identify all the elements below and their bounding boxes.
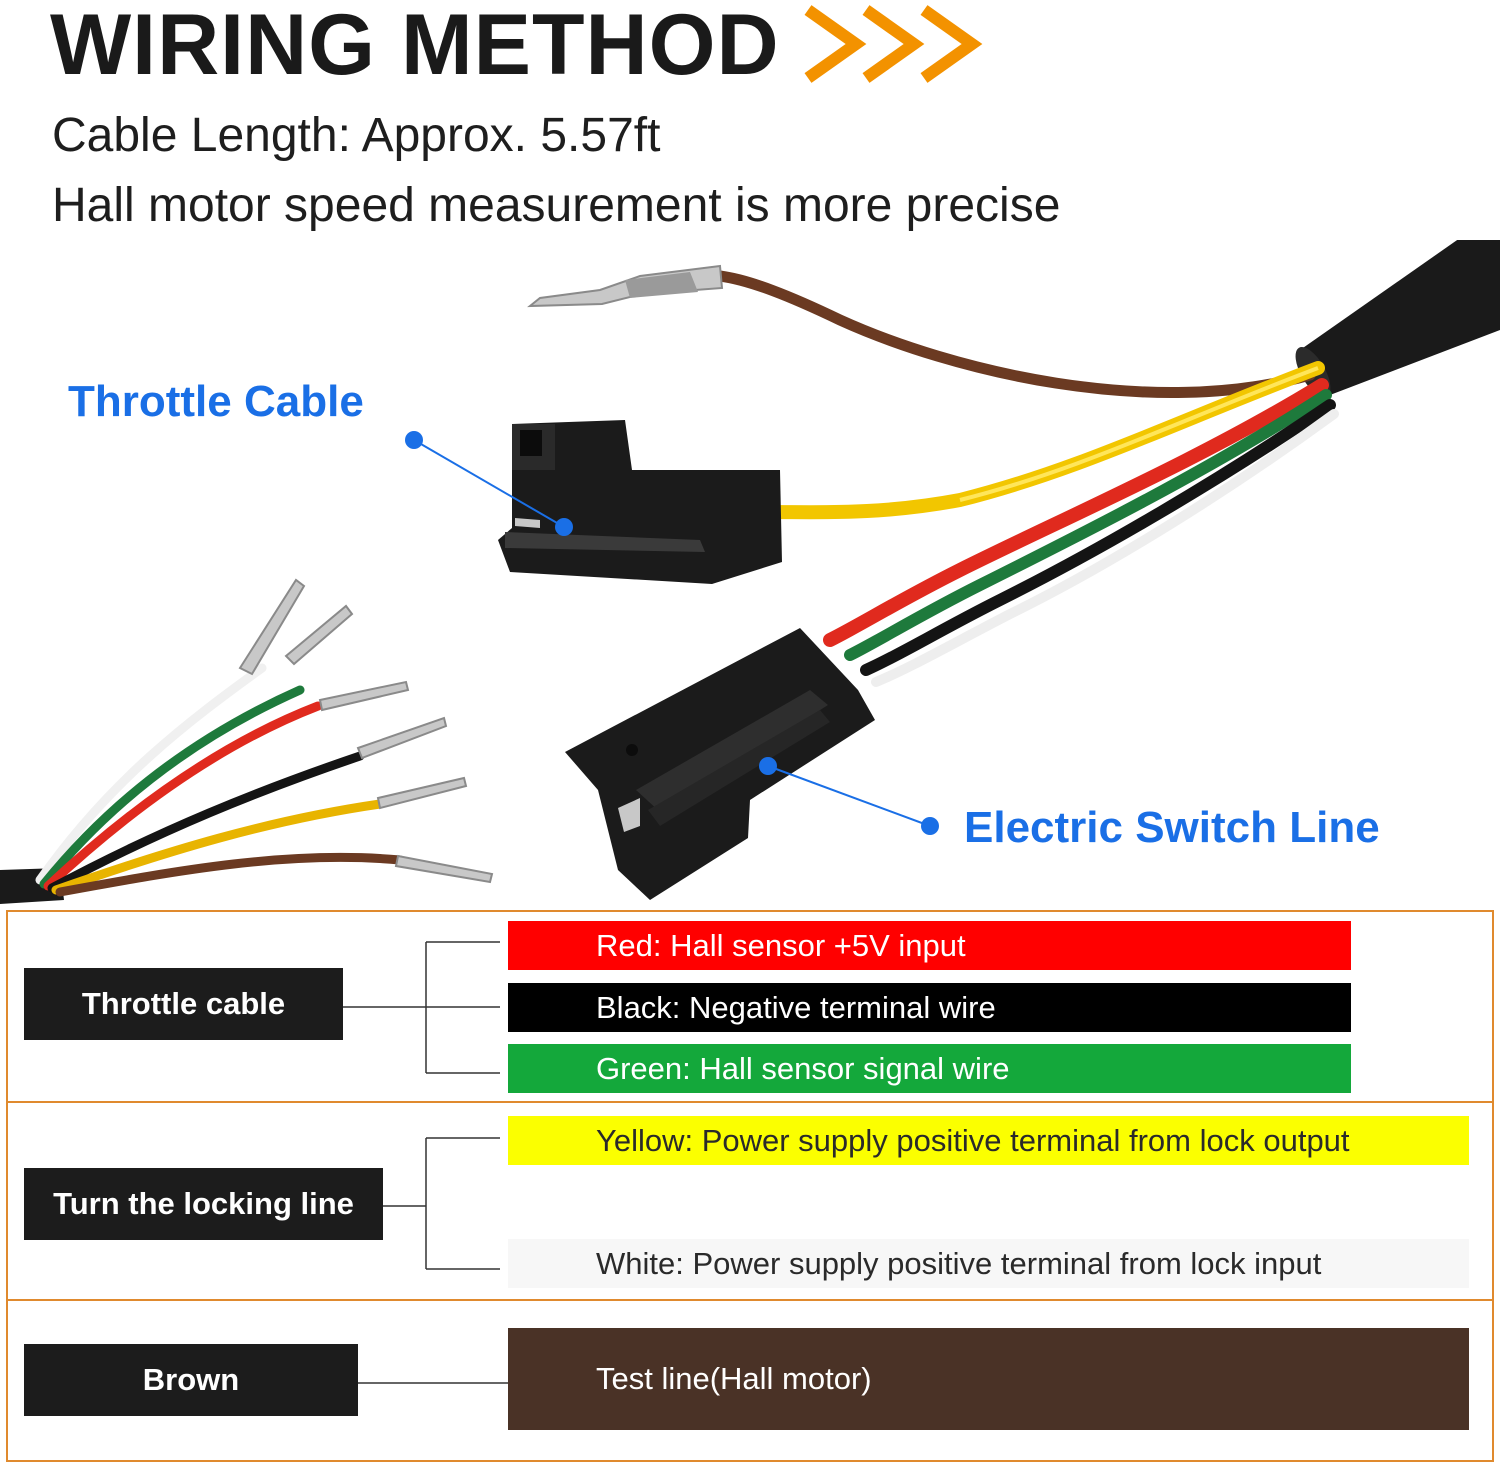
group-label-brown: Brown: [24, 1344, 358, 1416]
legend-brackets: [343, 941, 508, 1384]
throttle-cable-callout: Throttle Cable: [68, 377, 364, 426]
wire-bar-brown: Test line(Hall motor): [508, 1328, 1469, 1430]
throttle-connector: [498, 420, 782, 584]
legend-row-brown: [6, 1299, 1494, 1462]
legend-row-throttle: [6, 910, 1494, 1103]
wire-bar-white: White: Power supply positive terminal fr…: [508, 1239, 1469, 1288]
group-label-throttle-cable: Throttle cable: [24, 968, 343, 1040]
switch-callout-leader: [759, 757, 939, 835]
group-label-locking-line: Turn the locking line: [24, 1168, 383, 1240]
electric-switch-callout: Electric Switch Line: [964, 803, 1380, 852]
switch-connector: [565, 628, 875, 900]
hall-precision-text: Hall motor speed measurement is more pre…: [52, 179, 1061, 232]
wire-bar-green: Green: Hall sensor signal wire: [508, 1044, 1351, 1093]
wire-bar-red: Red: Hall sensor +5V input: [508, 921, 1351, 970]
cable-length-text: Cable Length: Approx. 5.57ft: [52, 109, 661, 162]
cable-photo: [0, 240, 1500, 904]
loose-wire-fan: [35, 663, 405, 897]
throttle-callout-leader: [405, 431, 573, 536]
cable-sheath-main: [1295, 240, 1500, 397]
brown-wire-terminal: [527, 264, 724, 308]
legend-row-locking: [6, 1101, 1494, 1301]
wire-bar-black: Black: Negative terminal wire: [508, 983, 1351, 1032]
page-title: WIRING METHOD: [50, 0, 780, 93]
triple-chevron-icon: [804, 5, 983, 83]
switch-wire-bundle: [823, 378, 1339, 687]
loose-wire-terminals: [238, 578, 494, 884]
brown-wire: [714, 270, 1316, 399]
wire-bar-yellow: Yellow: Power supply positive terminal f…: [508, 1116, 1469, 1165]
